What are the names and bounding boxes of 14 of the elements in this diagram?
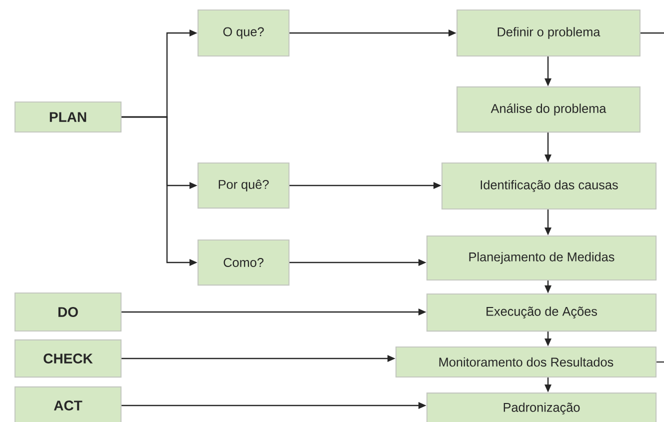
- phase-box: CHECK: [14, 339, 122, 378]
- step-box: Identificação das causas: [441, 162, 657, 210]
- step-box: Por quê?: [198, 162, 290, 209]
- step-box: Padronização: [426, 392, 657, 422]
- step-box: Planejamento de Medidas: [426, 235, 657, 281]
- phase-box: PLAN: [14, 101, 122, 133]
- step-box: O que?: [198, 9, 290, 57]
- phase-box: ACT: [14, 386, 122, 422]
- step-box: Como?: [198, 239, 290, 286]
- step-box: Execução de Ações: [426, 293, 657, 332]
- step-box: Análise do problema: [456, 86, 640, 133]
- step-box: Monitoramento dos Resultados: [395, 346, 657, 378]
- step-box: Definir o problema: [456, 9, 640, 57]
- phase-box: DO: [14, 292, 122, 332]
